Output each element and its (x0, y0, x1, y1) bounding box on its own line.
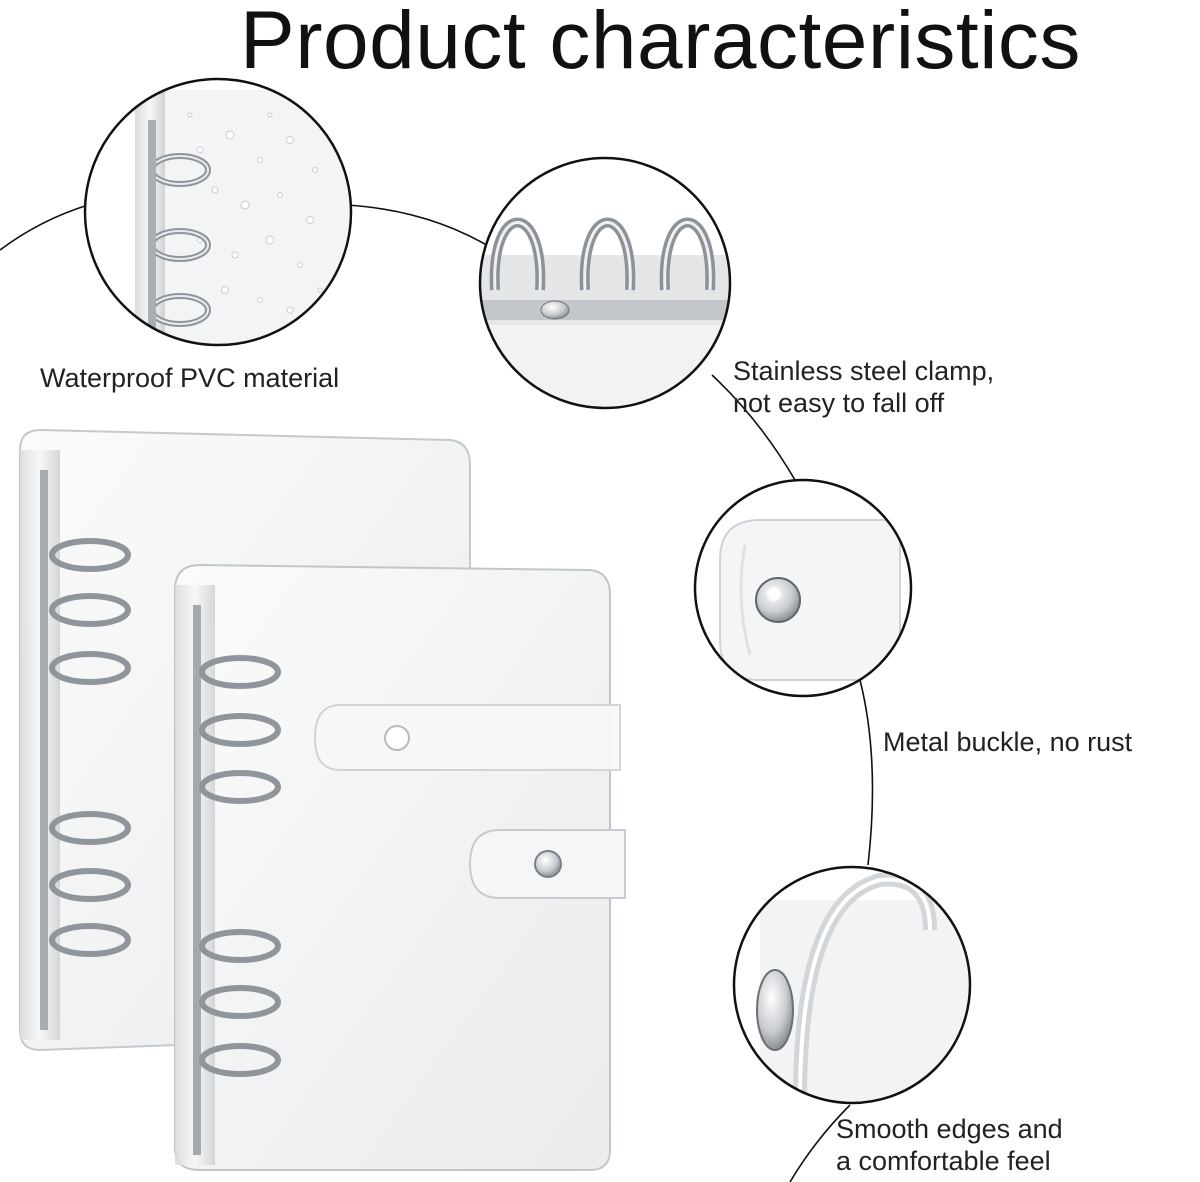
snap-button-icon (756, 969, 794, 1051)
binder-ring-icon (49, 538, 131, 957)
connector-pvc (0, 204, 89, 251)
caption-stainless-steel-line2: not easy to fall off (733, 388, 945, 418)
detail-circle-pvc (85, 79, 351, 345)
detail-circle-steel (480, 158, 730, 408)
detail-circle-edges (734, 867, 970, 1103)
caption-stainless-steel-line1: Stainless steel clamp, (733, 356, 995, 386)
caption-smooth-edges-line2: a comfortable feel (836, 1146, 1051, 1176)
caption-smooth-edges-line1: Smooth edges and (836, 1114, 1063, 1144)
binder-front (174, 563, 626, 1171)
caption-smooth-edges: Smooth edges and a comfortable feel (836, 1113, 1063, 1177)
detail-circle-buckle (695, 480, 911, 696)
binder-ring-icon (149, 153, 211, 327)
connector-edges (789, 1104, 851, 1182)
snap-button-icon (755, 577, 801, 623)
snap-button-icon (534, 850, 562, 878)
connector-steel-left (345, 204, 496, 251)
caption-waterproof-pvc: Waterproof PVC material (40, 363, 340, 393)
binder-ring-icon (199, 655, 281, 1077)
caption-stainless-steel: Stainless steel clamp, not easy to fall … (733, 355, 994, 419)
page-title: Product characteristics (240, 0, 1081, 86)
binder-ring-icon (489, 217, 716, 291)
connector-steel-buckle (711, 374, 796, 481)
caption-metal-buckle: Metal buckle, no rust (883, 727, 1133, 757)
connector-buckle-edges (859, 679, 874, 866)
